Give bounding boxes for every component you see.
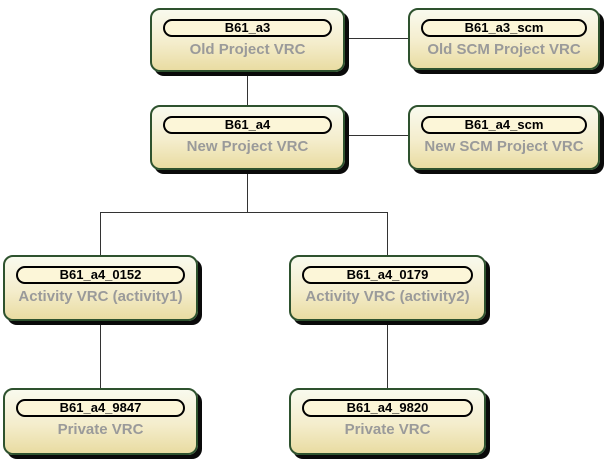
edge-a4-down-stem bbox=[247, 174, 248, 213]
node-b61-a4-9820: B61_a4_9820 Private VRC bbox=[289, 388, 486, 455]
node-b61-a4-9820-id-badge: B61_a4_9820 bbox=[302, 399, 473, 417]
edge-a4-to-a4scm bbox=[349, 135, 408, 136]
node-type-label: Activity VRC (activity1) bbox=[18, 288, 183, 305]
edge-bus-to-activity1 bbox=[100, 212, 101, 255]
node-id-label: B61_a3 bbox=[224, 20, 271, 35]
node-b61-a4-0179: B61_a4_0179 Activity VRC (activity2) bbox=[289, 255, 486, 321]
node-b61-a4: B61_a4 New Project VRC bbox=[150, 105, 345, 170]
node-b61-a4-0152-id-badge: B61_a4_0152 bbox=[16, 266, 185, 284]
edge-bus-to-activity2 bbox=[387, 212, 388, 255]
node-id-label: B61_a4_0179 bbox=[346, 267, 429, 282]
node-type-label: New SCM Project VRC bbox=[424, 138, 584, 155]
node-type-label: Activity VRC (activity2) bbox=[305, 288, 470, 305]
edge-a3-to-a3scm bbox=[349, 38, 408, 39]
node-id-label: B61_a4_9847 bbox=[59, 400, 142, 415]
node-type-label: New Project VRC bbox=[186, 138, 309, 155]
edge-activity1-to-private1 bbox=[100, 325, 101, 388]
node-b61-a3: B61_a3 Old Project VRC bbox=[150, 8, 345, 72]
node-id-label: B61_a4_0152 bbox=[59, 267, 142, 282]
node-type-label: Old Project VRC bbox=[189, 41, 306, 58]
node-b61-a4-scm: B61_a4_scm New SCM Project VRC bbox=[408, 105, 600, 170]
edge-a3-to-a4 bbox=[247, 74, 248, 105]
node-id-label: B61_a4 bbox=[224, 117, 271, 132]
node-type-label: Private VRC bbox=[344, 421, 431, 438]
node-type-label: Private VRC bbox=[57, 421, 144, 438]
node-b61-a4-scm-id-badge: B61_a4_scm bbox=[421, 116, 587, 134]
node-b61-a4-0152: B61_a4_0152 Activity VRC (activity1) bbox=[3, 255, 198, 321]
edge-activity2-to-private2 bbox=[387, 325, 388, 388]
node-b61-a3-id-badge: B61_a3 bbox=[163, 19, 332, 37]
node-b61-a3-scm: B61_a3_scm Old SCM Project VRC bbox=[408, 8, 600, 70]
node-b61-a4-9847-id-badge: B61_a4_9847 bbox=[16, 399, 185, 417]
node-type-label: Old SCM Project VRC bbox=[427, 41, 581, 58]
node-b61-a4-id-badge: B61_a4 bbox=[163, 116, 332, 134]
node-id-label: B61_a3_scm bbox=[464, 20, 544, 35]
node-b61-a3-scm-id-badge: B61_a3_scm bbox=[421, 19, 587, 37]
node-b61-a4-9847: B61_a4_9847 Private VRC bbox=[3, 388, 198, 455]
node-b61-a4-0179-id-badge: B61_a4_0179 bbox=[302, 266, 473, 284]
node-id-label: B61_a4_scm bbox=[464, 117, 544, 132]
edge-branch-bus bbox=[100, 212, 388, 213]
node-id-label: B61_a4_9820 bbox=[346, 400, 429, 415]
